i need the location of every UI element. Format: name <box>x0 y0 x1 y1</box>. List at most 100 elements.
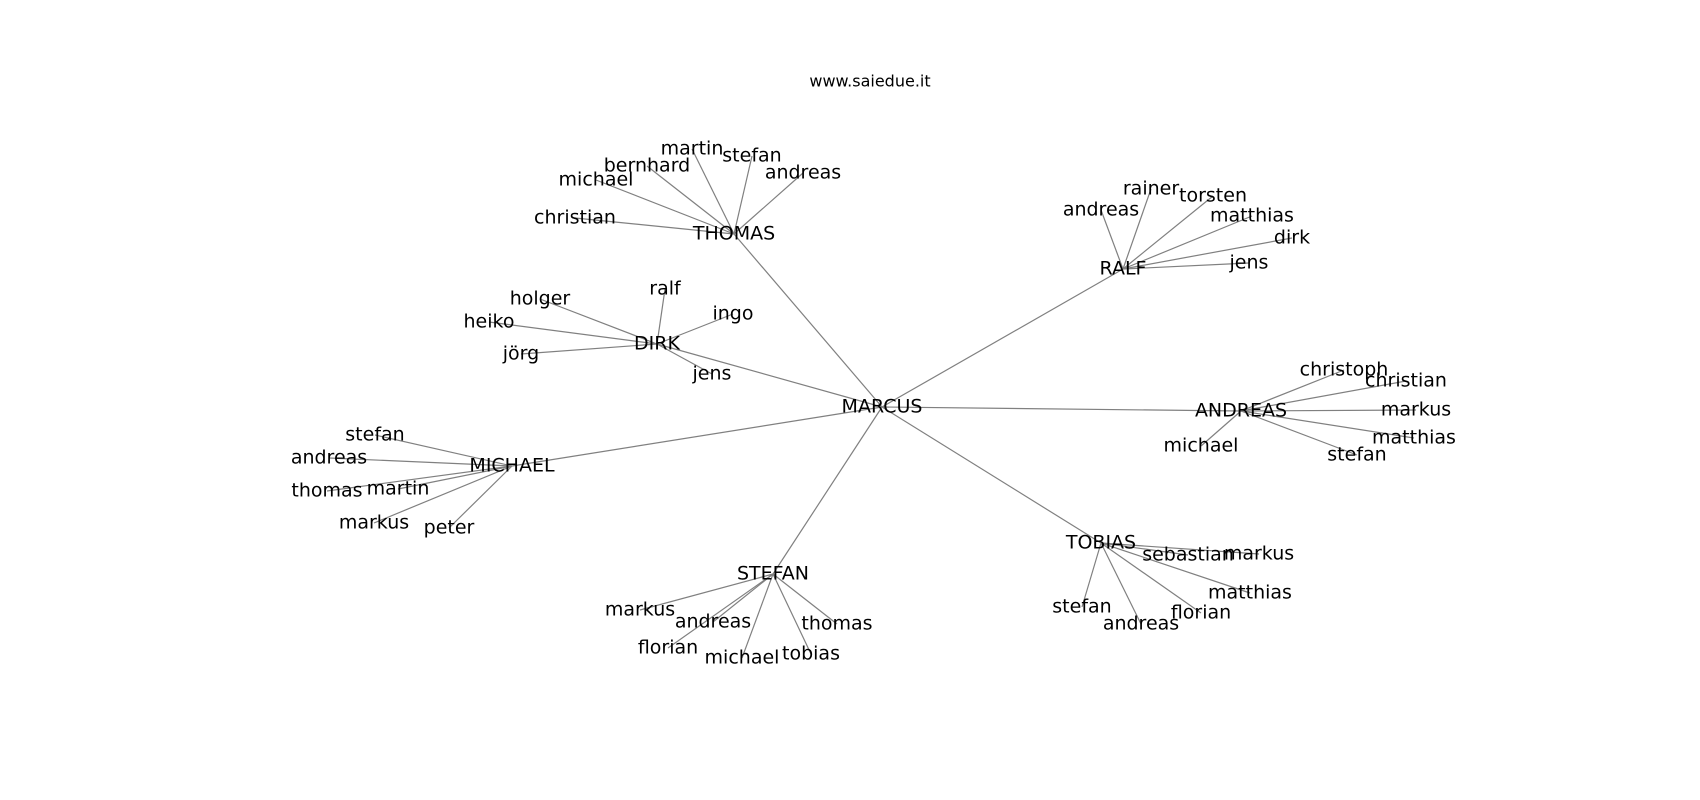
edge-thomas-leaf <box>733 155 753 235</box>
edge-michael-leaf <box>328 457 513 467</box>
leaf-node-label: peter <box>424 517 475 539</box>
edge-stefan-leaf <box>667 573 774 649</box>
hub-node-label: DIRK <box>634 333 680 355</box>
hub-node-label: MICHAEL <box>469 455 555 477</box>
leaf-node-label: stefan <box>345 424 404 446</box>
edge-ralf-leaf <box>1122 215 1253 270</box>
leaf-node-label: markus <box>339 512 409 534</box>
edge-center-tobias <box>881 406 1102 544</box>
leaf-node-label: florian <box>638 637 698 659</box>
leaf-node-label: tobias <box>782 643 840 665</box>
edge-andreas-leaf <box>1240 410 1358 456</box>
leaf-node-label: matthias <box>1210 205 1294 227</box>
leaf-node-label: jörg <box>502 343 539 365</box>
edge-ralf-leaf <box>1122 195 1214 270</box>
leaf-node-label: thomas <box>291 480 362 502</box>
edge-michael-leaf <box>374 434 513 467</box>
edges-layer <box>326 148 1417 659</box>
leaf-node-label: michael <box>705 647 780 669</box>
edge-tobias-leaf <box>1081 542 1102 608</box>
edge-dirk-leaf <box>520 343 658 355</box>
leaf-node-label: stefan <box>1327 444 1386 466</box>
edge-tobias-leaf <box>1100 542 1189 556</box>
leaf-node-label: dirk <box>1274 227 1310 249</box>
leaf-node-label: andreas <box>1063 199 1139 221</box>
edge-thomas-leaf <box>595 179 735 235</box>
leaf-node-label: stefan <box>722 145 781 167</box>
leaf-node-label: heiko <box>464 311 515 333</box>
edge-michael-leaf <box>448 465 513 529</box>
edge-michael-leaf <box>373 465 513 524</box>
leaf-node-label: martin <box>367 478 430 500</box>
edge-michael-leaf <box>326 465 513 492</box>
hub-node-label: STEFAN <box>737 563 809 585</box>
edge-thomas-leaf <box>574 217 735 235</box>
leaf-node-label: christoph <box>1300 359 1389 381</box>
hub-node-label: ANDREAS <box>1195 400 1287 422</box>
site-url-label: www.saiedue.it <box>809 72 930 91</box>
leaf-node-label: christian <box>534 207 616 229</box>
leaf-node-label: jens <box>1229 252 1269 274</box>
edge-stefan-leaf <box>741 573 774 659</box>
edge-tobias-leaf <box>1100 542 1202 614</box>
edge-andreas-leaf <box>1240 409 1417 412</box>
leaf-node-label: markus <box>1224 543 1294 565</box>
edge-dirk-leaf <box>488 321 658 345</box>
edge-stefan-leaf <box>772 573 838 625</box>
edge-tobias-leaf <box>1100 542 1251 594</box>
leaf-node-label: andreas <box>1103 613 1179 635</box>
edge-thomas-leaf <box>691 148 735 235</box>
leaf-node-label: matthias <box>1372 427 1456 449</box>
leaf-node-label: florian <box>1171 602 1231 624</box>
leaf-node-label: rainer <box>1123 178 1179 200</box>
edge-center-stefan <box>772 406 883 575</box>
leaf-node-label: stefan <box>1052 596 1111 618</box>
leaf-node-label: markus <box>605 599 675 621</box>
leaf-node-label: markus <box>1381 399 1451 421</box>
leaf-node-label: ralf <box>649 278 682 300</box>
edge-stefan-leaf <box>639 573 774 611</box>
leaf-node-label: andreas <box>675 611 751 633</box>
leaf-node-label: michael <box>1164 435 1239 457</box>
edge-center-ralf <box>881 268 1124 408</box>
leaf-node-label: michael <box>559 169 634 191</box>
edge-andreas-leaf <box>1240 369 1345 412</box>
edge-stefan-leaf <box>712 573 774 623</box>
labels-layer: www.saiedue.it MARCUS christianmichaelbe… <box>291 72 1456 669</box>
edge-dirk-leaf <box>656 288 666 345</box>
leaf-node-label: andreas <box>765 162 841 184</box>
edge-andreas-leaf <box>1200 410 1242 447</box>
leaf-node-label: andreas <box>291 447 367 469</box>
edge-dirk-leaf <box>656 343 713 375</box>
edge-center-andreas <box>881 406 1242 412</box>
leaf-node-label: sebastian <box>1142 544 1234 566</box>
leaf-node-label: ingo <box>712 303 753 325</box>
edge-tobias-leaf <box>1100 542 1142 625</box>
edge-thomas-leaf <box>733 172 804 235</box>
hub-node-label: THOMAS <box>692 223 775 245</box>
hub-node-label: TOBIAS <box>1065 532 1136 554</box>
edge-stefan-leaf <box>772 573 812 655</box>
leaf-node-label: holger <box>510 288 571 310</box>
edge-tobias-leaf <box>1100 542 1260 555</box>
edge-center-dirk <box>656 343 883 408</box>
hub-node-label: RALF <box>1100 258 1147 280</box>
leaf-node-label: thomas <box>801 613 872 635</box>
edge-center-thomas <box>733 233 883 408</box>
edge-ralf-leaf <box>1122 262 1250 270</box>
edge-dirk-leaf <box>539 298 658 345</box>
edge-thomas-leaf <box>646 165 735 235</box>
center-node-label: MARCUS <box>842 396 923 418</box>
leaf-node-label: martin <box>661 138 724 160</box>
edge-andreas-leaf <box>1240 410 1415 439</box>
leaf-node-label: torsten <box>1179 185 1247 207</box>
edge-ralf-leaf <box>1122 237 1293 270</box>
edge-michael-leaf <box>397 465 513 490</box>
edge-center-michael <box>511 406 883 467</box>
leaf-node-label: christian <box>1365 370 1447 392</box>
leaf-node-label: matthias <box>1208 582 1292 604</box>
edge-dirk-leaf <box>656 313 734 345</box>
edge-andreas-leaf <box>1240 380 1407 412</box>
edge-ralf-leaf <box>1100 209 1124 270</box>
